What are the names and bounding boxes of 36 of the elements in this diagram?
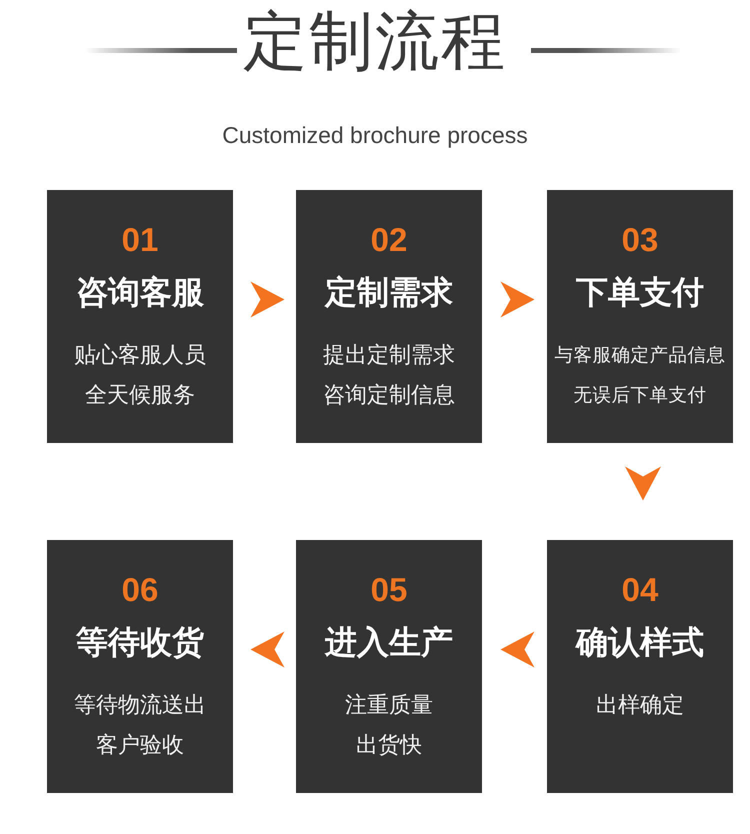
step-description: 全天候服务 — [85, 382, 195, 410]
chevron-arrow — [500, 632, 534, 668]
chevron-arrow — [250, 282, 284, 318]
chevron-arrow — [625, 466, 661, 500]
step-description: 出货快 — [356, 732, 422, 760]
step-title: 下单支付 — [576, 272, 704, 313]
step-card — [47, 190, 233, 443]
step-description: 出样确定 — [596, 692, 684, 720]
step-description: 提出定制需求 — [323, 342, 455, 370]
step-number: 04 — [622, 571, 658, 609]
step-card — [47, 540, 233, 793]
step-number: 02 — [370, 221, 408, 259]
step-description: 贴心客服人员 — [74, 342, 206, 370]
step-description: 与客服确定产品信息 — [554, 344, 726, 368]
step-number: 01 — [122, 221, 158, 259]
step-card — [296, 540, 482, 793]
step-description: 客户验收 — [96, 732, 184, 760]
step-title: 确认样式 — [576, 622, 704, 663]
subtitle: Customized brochure process — [222, 121, 528, 150]
step-card — [547, 190, 733, 443]
step-title: 进入生产 — [325, 622, 453, 663]
step-title: 等待收货 — [76, 622, 204, 663]
step-description: 注重质量 — [345, 692, 433, 720]
step-number: 06 — [122, 571, 158, 609]
step-description: 等待物流送出 — [74, 692, 206, 720]
chevron-arrow — [250, 632, 284, 668]
step-description: 无误后下单支付 — [574, 384, 706, 408]
step-title: 定制需求 — [325, 272, 453, 313]
step-number: 05 — [370, 571, 408, 609]
step-description: 咨询定制信息 — [323, 382, 455, 410]
step-title: 咨询客服 — [76, 272, 204, 313]
step-number: 03 — [622, 221, 658, 259]
title: 定制流程 — [243, 4, 507, 80]
step-card — [547, 540, 733, 793]
chevron-arrow — [500, 282, 534, 318]
step-card — [296, 190, 482, 443]
